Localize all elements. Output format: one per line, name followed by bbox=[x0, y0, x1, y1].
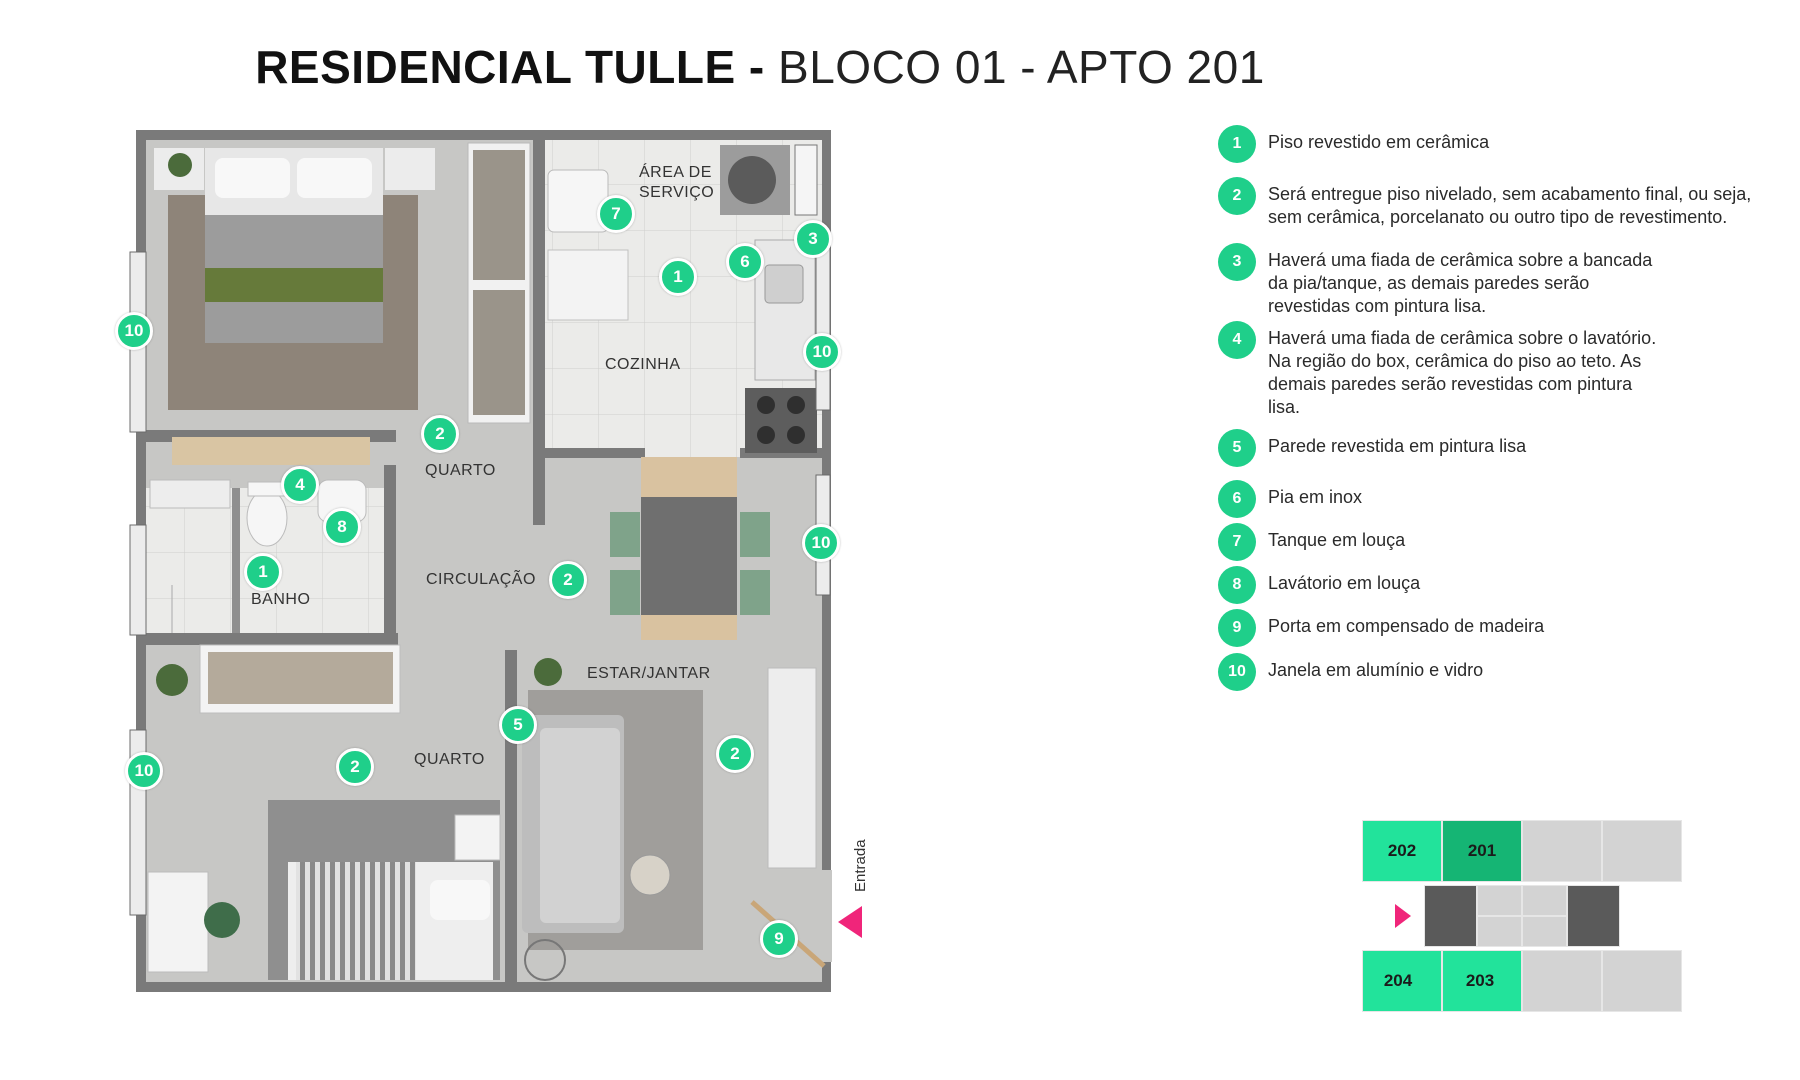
keyplan-core bbox=[1567, 885, 1620, 947]
keyplan-entrance-arrow-icon bbox=[1395, 904, 1411, 928]
legend-text: Lavátorio em louça bbox=[1268, 573, 1421, 593]
keyplan-label-204: 204 bbox=[1383, 971, 1413, 990]
plan-marker-piso-cozinha: 1 bbox=[659, 258, 697, 296]
legend-text: Será entregue piso nivelado, sem acabame… bbox=[1268, 184, 1752, 227]
plan-marker-tanque: 7 bbox=[597, 195, 635, 233]
room-label-area-servico-1: ÁREA DE bbox=[639, 164, 712, 181]
title-project: RESIDENCIAL TULLE bbox=[255, 41, 736, 93]
plan-marker-lavatorio-ceramica: 4 bbox=[281, 466, 319, 504]
keyplan-unit-204 bbox=[1362, 950, 1442, 1012]
room-label-banho: BANHO bbox=[251, 591, 311, 608]
keyplan-unit-202 bbox=[1362, 820, 1442, 882]
legend-badge: 7 bbox=[1218, 523, 1256, 561]
plan-marker-janela-quarto-1: 10 bbox=[115, 312, 153, 350]
keyplan-unit-neutral bbox=[1602, 950, 1682, 1012]
legend-text: Janela em alumínio e vidro bbox=[1268, 660, 1484, 680]
plan-marker-piso-circulacao: 2 bbox=[549, 561, 587, 599]
legend-badge: 6 bbox=[1218, 480, 1256, 518]
keyplan-hall bbox=[1522, 885, 1567, 916]
title-unit: BLOCO 01 - APTO 201 bbox=[778, 41, 1265, 93]
legend-text: Porta em compensado de madeira bbox=[1268, 616, 1545, 636]
keyplan-core bbox=[1424, 885, 1477, 947]
legend-badge: 8 bbox=[1218, 566, 1256, 604]
plan-marker-parede: 5 bbox=[499, 706, 537, 744]
keyplan-label-201: 201 bbox=[1467, 841, 1497, 860]
room-label-area-servico-2: SERVIÇO bbox=[639, 184, 715, 201]
keyplan-unit-neutral bbox=[1522, 950, 1602, 1012]
plan-marker-piso-estar: 2 bbox=[716, 735, 754, 773]
floor-plan-drawing bbox=[129, 130, 832, 992]
legend-badge: 9 bbox=[1218, 609, 1256, 647]
legend-text: Haverá uma fiada de cerâmica sobre a ban… bbox=[1268, 250, 1653, 316]
legend-badge: 1 bbox=[1218, 125, 1256, 163]
plan-marker-lavatorio: 8 bbox=[323, 508, 361, 546]
keyplan-label-202: 202 bbox=[1387, 841, 1417, 860]
legend-badge: 2 bbox=[1218, 177, 1256, 215]
plan-marker-pia: 6 bbox=[726, 243, 764, 281]
legend-badge: 4 bbox=[1218, 321, 1256, 359]
title-separator: - bbox=[735, 41, 779, 93]
room-label-quarto-1: QUARTO bbox=[425, 462, 496, 479]
keyplan-unit-neutral bbox=[1602, 820, 1682, 882]
plan-marker-janela-cozinha: 10 bbox=[803, 333, 841, 371]
room-label-cozinha: COZINHA bbox=[605, 356, 681, 373]
entrance-arrow-icon bbox=[838, 906, 862, 938]
keyplan-unit-203 bbox=[1442, 950, 1522, 1012]
legend-badge: 5 bbox=[1218, 429, 1256, 467]
legend-badge: 10 bbox=[1218, 653, 1256, 691]
legend-text: Piso revestido em cerâmica bbox=[1268, 132, 1490, 152]
legend-text: Tanque em louça bbox=[1268, 530, 1406, 550]
keyplan-hall bbox=[1477, 885, 1522, 916]
keyplan-unit-neutral bbox=[1522, 820, 1602, 882]
room-label-circulacao: CIRCULAÇÃO bbox=[426, 571, 536, 588]
plan-marker-piso-banho: 1 bbox=[244, 553, 282, 591]
keyplan-label-203: 203 bbox=[1465, 971, 1495, 990]
legend-text: Parede revestida em pintura lisa bbox=[1268, 436, 1527, 456]
plan-marker-piso-quarto-2: 2 bbox=[336, 748, 374, 786]
entrance-label: Entrada bbox=[852, 839, 869, 892]
page-title: RESIDENCIAL TULLE - BLOCO 01 - APTO 201 bbox=[0, 40, 1520, 94]
plan-marker-janela-quarto-2: 10 bbox=[125, 752, 163, 790]
plan-marker-piso-quarto-1: 2 bbox=[421, 415, 459, 453]
plan-marker-bancada: 3 bbox=[794, 220, 832, 258]
floor-plan: ÁREA DE SERVIÇO COZINHA QUARTO CIRCULAÇÃ… bbox=[115, 130, 869, 992]
plan-marker-porta: 9 bbox=[760, 920, 798, 958]
keyplan-hall bbox=[1522, 916, 1567, 947]
room-label-quarto-2: QUARTO bbox=[414, 751, 485, 768]
legend-text: Pia em inox bbox=[1268, 487, 1363, 507]
keyplan-unit-201-selected bbox=[1442, 820, 1522, 882]
keyplan-hall bbox=[1477, 916, 1522, 947]
key-plan: 202 201 204 203 bbox=[1362, 820, 1682, 1015]
legend-text: Haverá uma fiada de cerâmica sobre o lav… bbox=[1268, 328, 1657, 417]
plan-marker-janela-sala: 10 bbox=[802, 524, 840, 562]
room-label-estar-jantar: ESTAR/JANTAR bbox=[587, 665, 711, 682]
legend-badge: 3 bbox=[1218, 243, 1256, 281]
